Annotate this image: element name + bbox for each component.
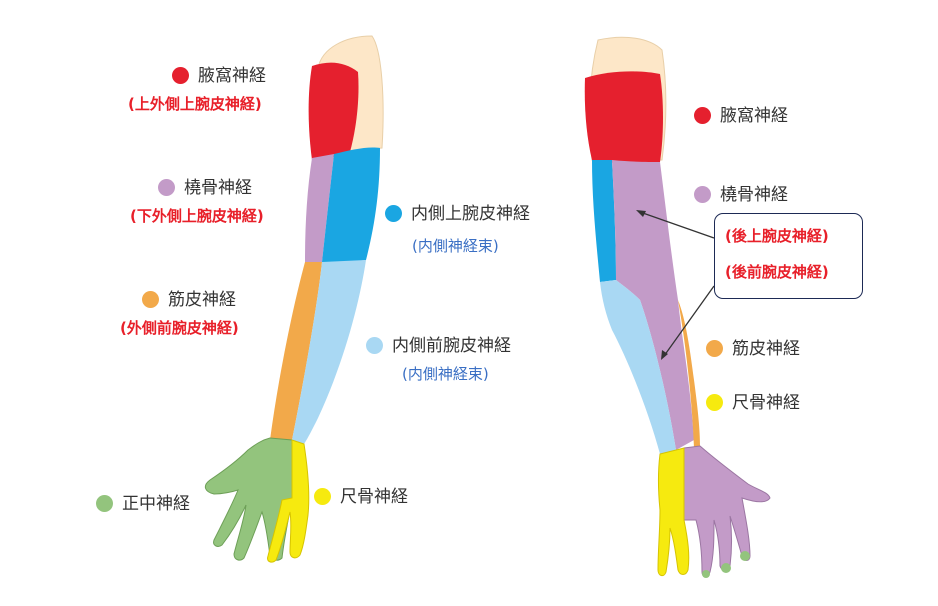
right-hand-ulnar-region <box>657 447 690 577</box>
callout-line-1: (後上腕皮神経) <box>725 227 829 245</box>
right-medial-brachial-region <box>592 160 616 282</box>
right-hand-radial-region <box>683 445 771 577</box>
musculocutaneous-dot <box>706 340 723 357</box>
arrow-to-forearm <box>663 285 715 357</box>
left-axillary-name: 腋窩神経 <box>198 66 266 86</box>
medial-antebrachial-dot <box>366 337 383 354</box>
left-median-label: 正中神経 <box>96 494 190 514</box>
ulnar-dot <box>314 488 331 505</box>
left-musculocutaneous-sub: (外側前腕皮神経) <box>120 319 239 337</box>
right-fingertip-median-2 <box>721 563 731 573</box>
posterior-cutaneous-callout: (後上腕皮神経) (後前腕皮神経) <box>714 213 863 299</box>
right-axillary-region <box>584 71 663 164</box>
left-median-name: 正中神経 <box>122 494 190 514</box>
right-musculocutaneous-region <box>678 300 700 448</box>
musculocutaneous-dot <box>142 291 159 308</box>
left-ulnar-name: 尺骨神経 <box>340 487 408 507</box>
ulnar-dot <box>706 394 723 411</box>
left-radial-name: 橈骨神経 <box>184 178 252 198</box>
right-fingertip-median-3 <box>702 570 710 578</box>
right-axillary-name: 腋窩神経 <box>720 106 788 126</box>
left-medial-antebrachial-name: 内側前腕皮神経 <box>392 336 511 356</box>
right-musculocutaneous-name: 筋皮神経 <box>732 339 800 359</box>
left-arm <box>204 35 384 563</box>
left-radial-region <box>305 154 334 262</box>
right-radial-label: 橈骨神経 <box>694 185 788 205</box>
left-radial-label: 橈骨神経 <box>158 178 252 198</box>
left-musculocutaneous-label: 筋皮神経 <box>142 290 236 310</box>
left-medial-brachial-name: 内側上腕皮神経 <box>411 204 530 224</box>
callout-arrows <box>636 210 715 360</box>
left-hand-ulnar-region <box>267 439 310 563</box>
medial-brachial-dot <box>385 205 402 222</box>
left-radial-sub: (下外側上腕皮神経) <box>130 207 264 225</box>
right-medial-antebrachial-region <box>600 280 676 454</box>
right-arm <box>584 36 771 578</box>
left-medial-antebrachial-sub: (内側神経束) <box>402 365 489 383</box>
radial-dot <box>158 179 175 196</box>
left-axillary-region <box>308 62 359 160</box>
right-ulnar-label: 尺骨神経 <box>706 393 800 413</box>
arrow-to-upper-arm <box>639 211 715 239</box>
arrowhead-lower <box>661 350 668 360</box>
median-dot <box>96 495 113 512</box>
right-fingertip-median-1 <box>740 551 750 561</box>
left-medial-brachial-sub: (内側神経束) <box>412 237 499 255</box>
left-axillary-sub: (上外側上腕皮神経) <box>128 95 262 113</box>
right-ulnar-name: 尺骨神経 <box>732 393 800 413</box>
right-radial-region <box>612 160 694 450</box>
left-musculocutaneous-name: 筋皮神経 <box>168 290 236 310</box>
right-musculocutaneous-label: 筋皮神経 <box>706 339 800 359</box>
left-medial-brachial-region <box>322 147 380 262</box>
right-radial-name: 橈骨神経 <box>720 185 788 205</box>
left-ulnar-label: 尺骨神経 <box>314 487 408 507</box>
axillary-dot <box>172 67 189 84</box>
radial-dot <box>694 186 711 203</box>
left-axillary-label: 腋窩神経 <box>172 66 266 86</box>
axillary-dot <box>694 107 711 124</box>
left-medial-antebrachial-label: 内側前腕皮神経 <box>366 336 511 356</box>
callout-line-2: (後前腕皮神経) <box>725 263 829 281</box>
right-axillary-label: 腋窩神経 <box>694 106 788 126</box>
left-musculocutaneous-region <box>270 262 322 440</box>
left-medial-brachial-label: 内側上腕皮神経 <box>385 204 530 224</box>
arrowhead-upper <box>636 210 646 217</box>
left-medial-antebrachial-region <box>292 260 366 444</box>
